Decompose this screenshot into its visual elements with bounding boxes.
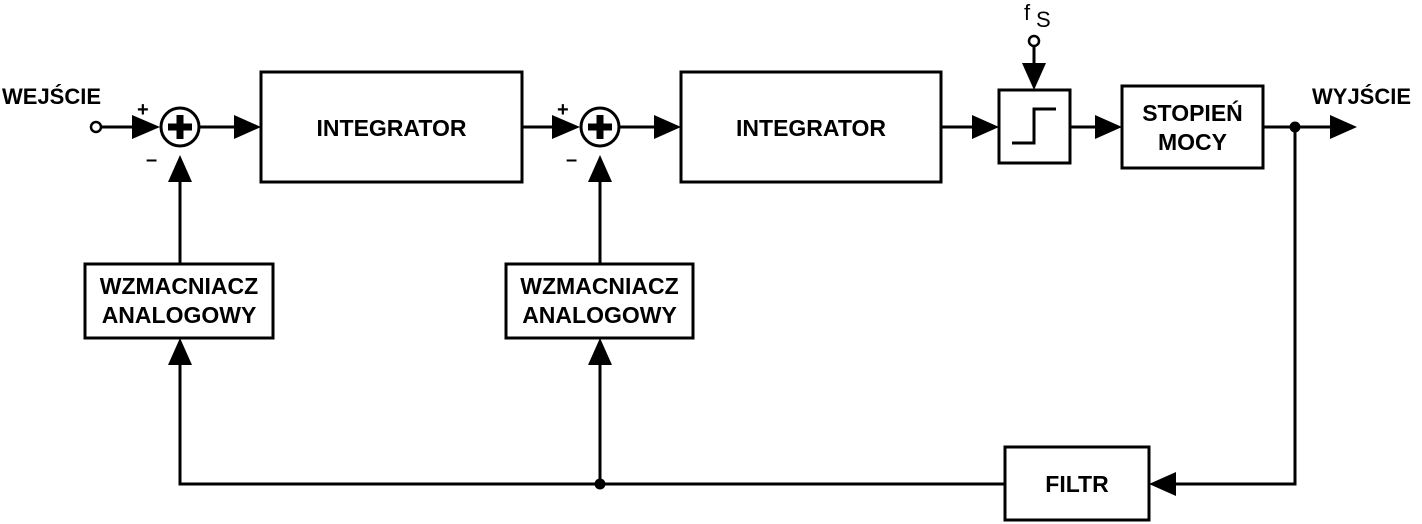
clock-subscript: S (1036, 7, 1051, 32)
arrow-into-summer2 (552, 115, 580, 139)
analog-amplifier-1-block (83, 262, 275, 340)
filter-block (1003, 445, 1151, 522)
wire-filter-to-amp1 (178, 365, 1005, 486)
power-stage-block (1120, 84, 1265, 170)
summer2-plus-sign: + (557, 99, 569, 121)
arrow-into-filter (1149, 472, 1176, 496)
input-label: WEJŚCIE (2, 84, 101, 109)
integrator-2-label: INTEGRATOR (736, 115, 886, 141)
integrator-2-block (679, 70, 943, 184)
power-stage-label-line2: MOCY (1158, 129, 1227, 155)
amp1-label-line1: WZMACNIACZ (100, 273, 258, 299)
power-stage-label-line1: STOPIEŃ (1142, 99, 1243, 126)
integrator-1-label: INTEGRATOR (317, 115, 467, 141)
amp2-label-line1: WZMACNIACZ (520, 273, 678, 299)
clock-label: f (1024, 0, 1031, 25)
summer1-minus-sign: – (146, 149, 157, 171)
amp1-label-line2: ANALOGOWY (102, 302, 257, 328)
arrow-into-comparator (972, 115, 999, 139)
filter-label: FILTR (1045, 471, 1109, 497)
wire-output-to-filter (1176, 127, 1297, 486)
clock-terminal (1027, 34, 1041, 48)
arrow-into-summer1 (132, 115, 160, 139)
arrow-output (1330, 115, 1357, 139)
arrow-into-amp2 (588, 338, 612, 365)
arrow-into-integrator2 (654, 115, 681, 139)
integrator-1-block (259, 70, 524, 184)
arrow-clock-into-comparator (1022, 63, 1046, 90)
arrow-into-summer1-minus (168, 155, 192, 182)
step-function-icon (1012, 107, 1056, 145)
arrow-into-integrator1 (234, 115, 261, 139)
summing-junction-1 (159, 106, 201, 148)
arrow-into-power-stage (1095, 115, 1122, 139)
feedback-junction-dot (594, 478, 606, 490)
summing-junction-2 (579, 106, 621, 148)
output-label: WYJŚCIE (1312, 84, 1411, 109)
summer2-minus-sign: – (566, 149, 577, 171)
amp2-label-line2: ANALOGOWY (522, 302, 677, 328)
input-terminal (89, 120, 103, 134)
arrow-into-summer2-minus (588, 155, 612, 182)
arrow-into-amp1 (168, 338, 192, 365)
summer1-plus-sign: + (137, 99, 149, 121)
